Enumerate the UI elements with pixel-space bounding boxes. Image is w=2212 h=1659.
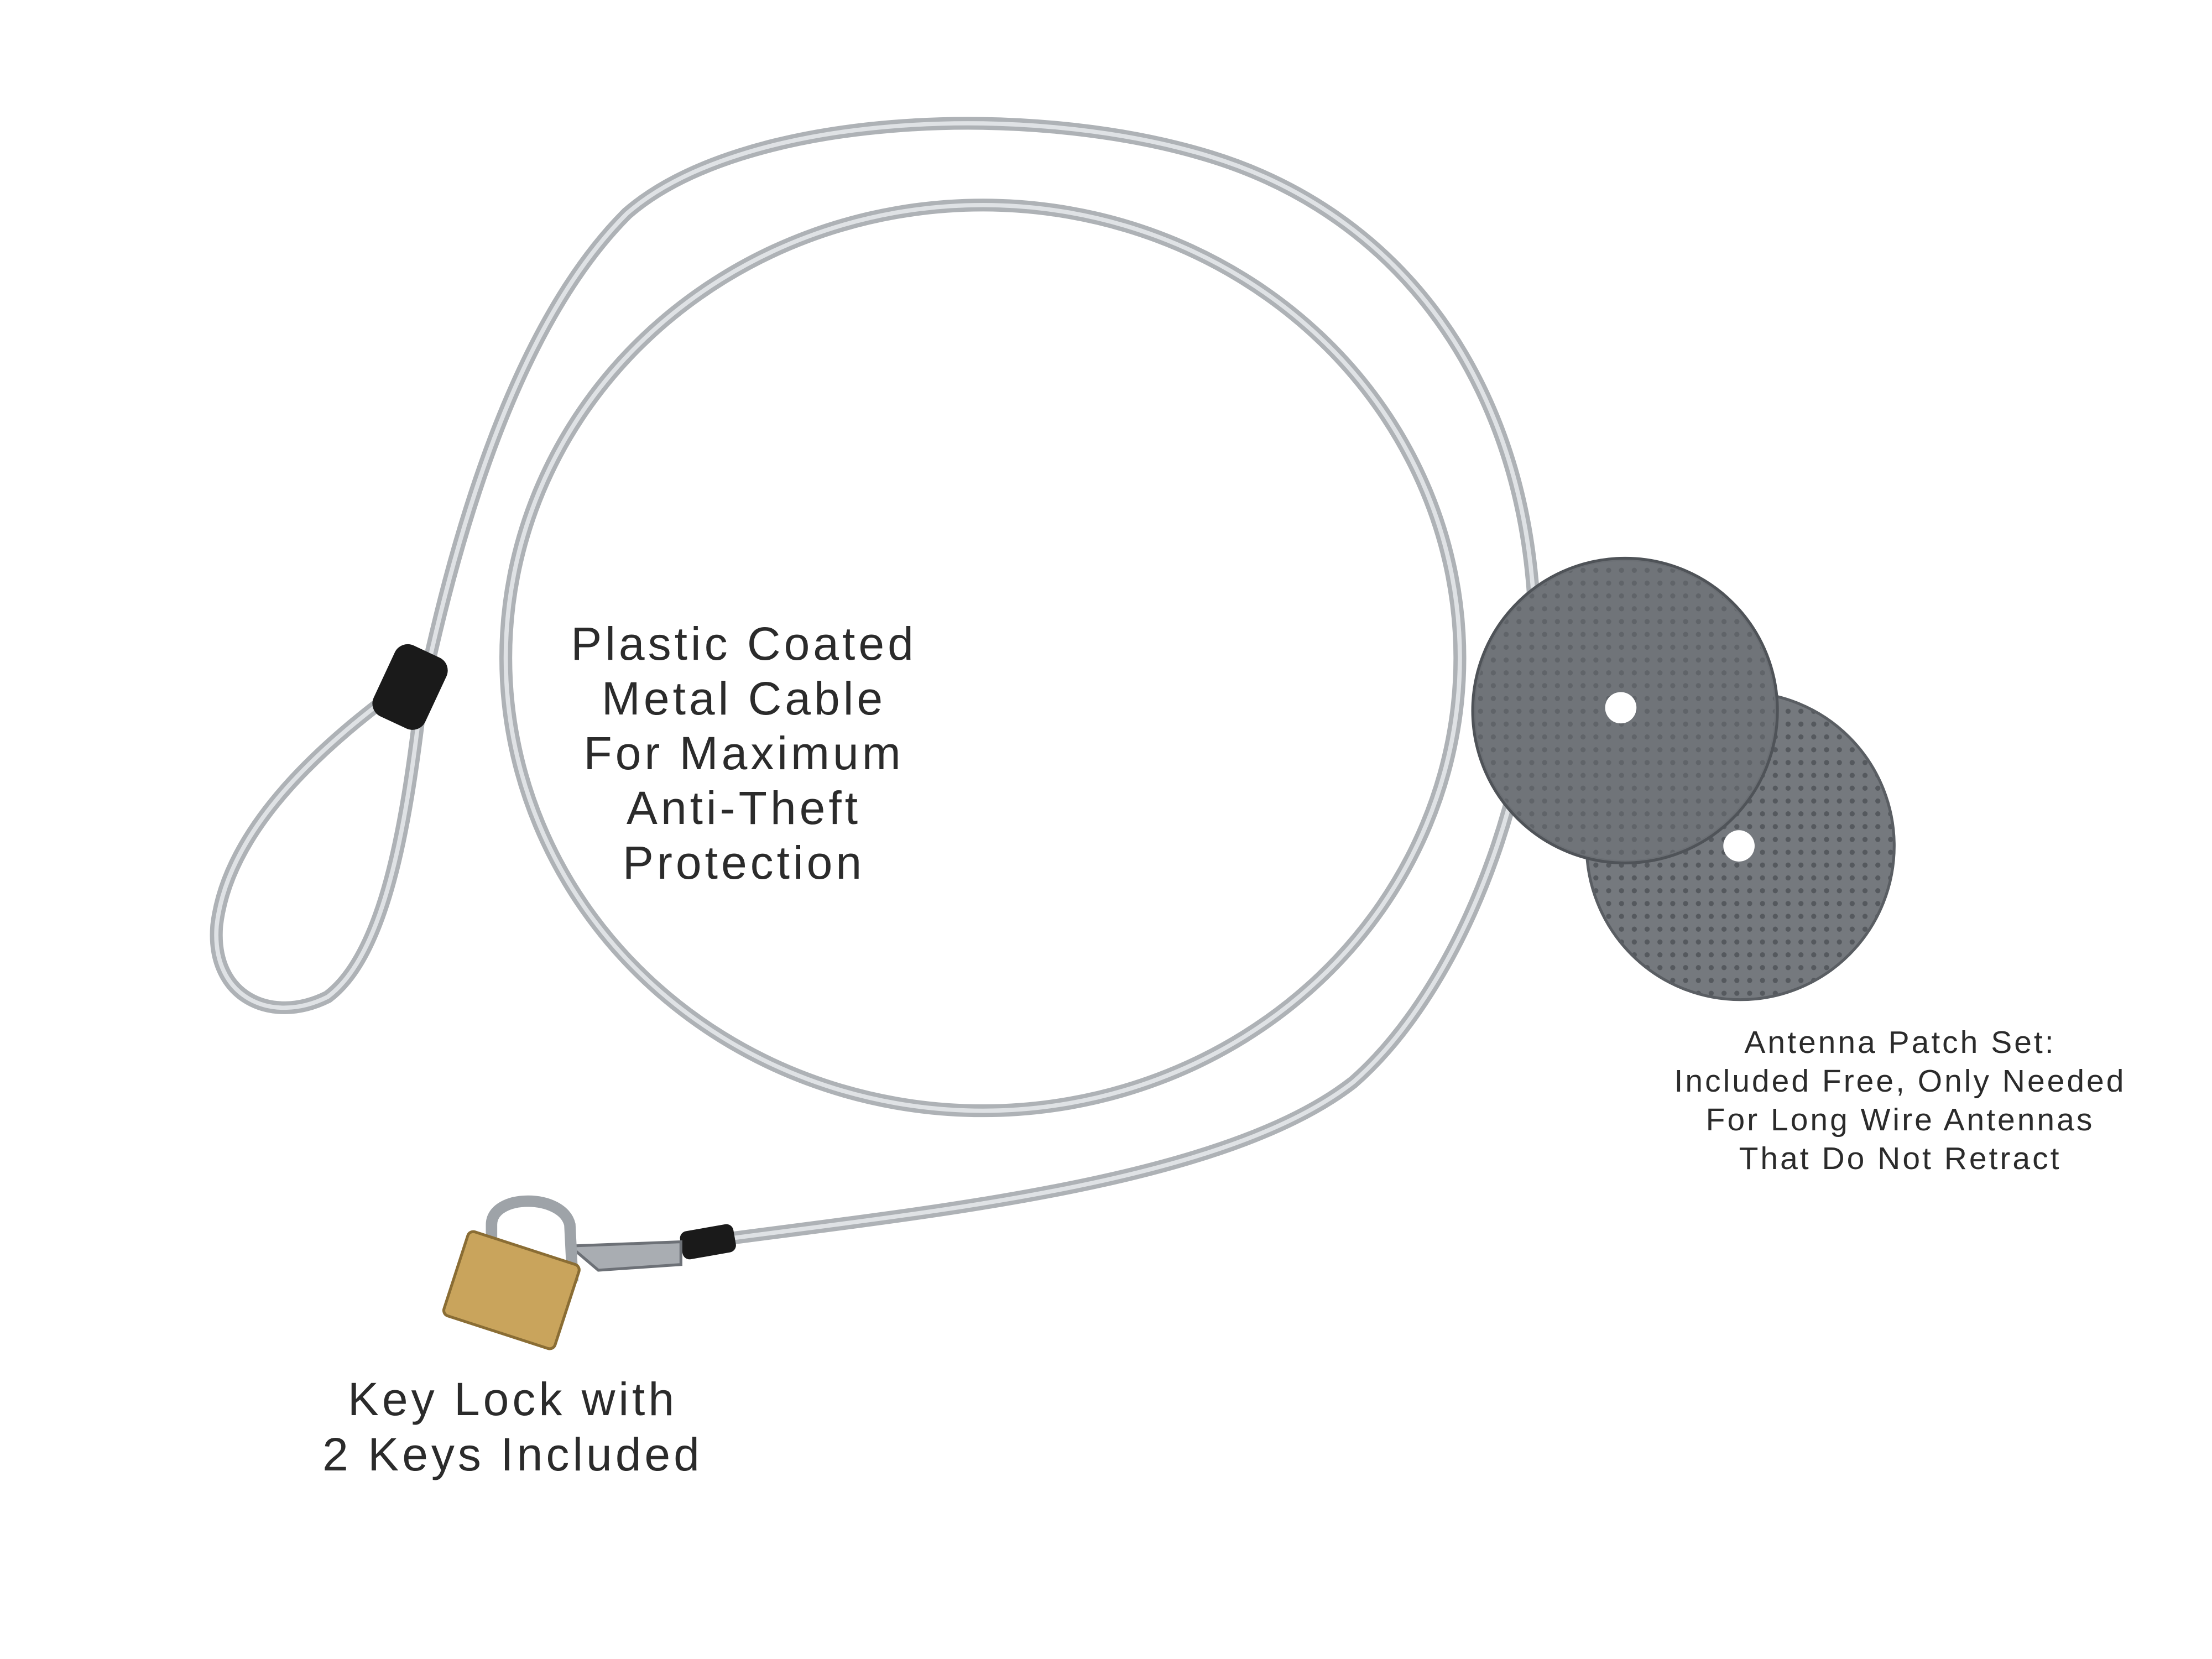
cable-caption-line: For Maximum <box>583 727 904 779</box>
cable-caption: Plastic Coated Metal Cable For Maximum A… <box>467 617 1020 890</box>
patch-caption-line: Included Free, Only Needed <box>1674 1063 2126 1099</box>
lock-caption-line: 2 Keys Included <box>322 1428 703 1480</box>
patch-caption-line: Antenna Patch Set: <box>1744 1025 2056 1060</box>
cable-caption-line: Metal Cable <box>601 672 886 724</box>
lock-caption-line: Key Lock with <box>347 1373 678 1425</box>
patch-caption: Antenna Patch Set: Included Free, Only N… <box>1596 1023 2204 1178</box>
end-sleeve <box>680 1224 736 1260</box>
snap-hook <box>566 1240 682 1272</box>
padlock <box>442 1195 581 1350</box>
padlock-body <box>442 1230 581 1350</box>
patch-hole <box>1605 692 1637 724</box>
patch-caption-line: For Long Wire Antennas <box>1705 1102 2095 1138</box>
antenna-patch-front <box>1471 556 1779 865</box>
padlock-shackle <box>486 1195 578 1282</box>
cable-caption-line: Plastic Coated <box>571 618 917 670</box>
eye-sleeve <box>372 644 448 730</box>
lock-caption: Key Lock with 2 Keys Included <box>236 1371 789 1482</box>
patch-hole <box>1723 830 1755 862</box>
cable-caption-line: Protection <box>622 837 865 889</box>
steel-cable <box>210 117 1541 1245</box>
patch-caption-line: That Do Not Retract <box>1739 1141 2062 1176</box>
cable-caption-line: Anti-Theft <box>626 782 862 834</box>
